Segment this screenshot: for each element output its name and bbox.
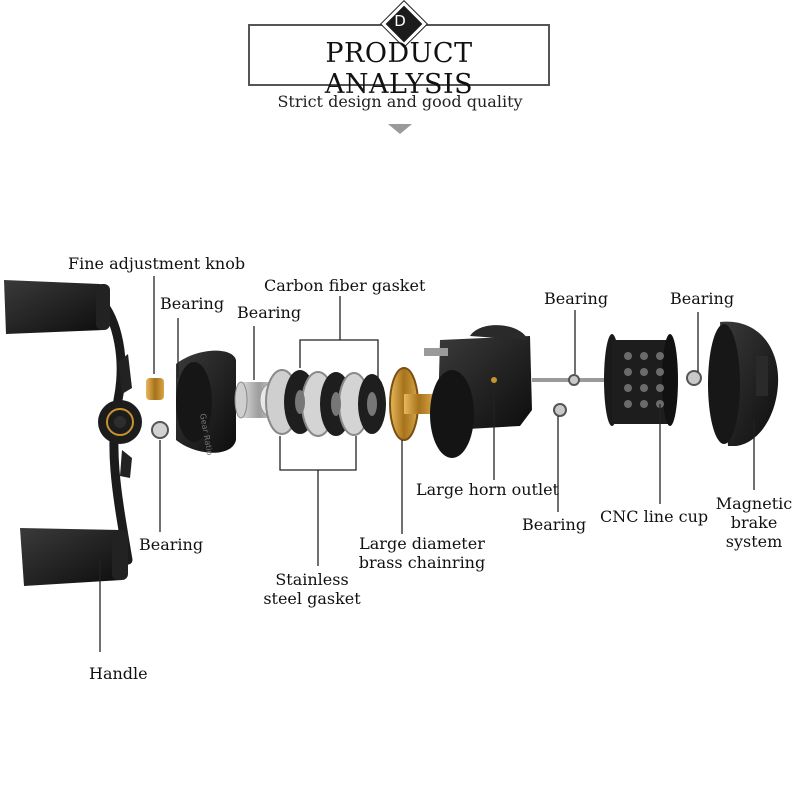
label-bearing-left-bottom: Bearing <box>139 535 204 554</box>
label-magnetic-brake-line3: system <box>725 532 783 551</box>
label-magnetic-brake-line1: Magnetic <box>715 494 793 513</box>
label-stainless-steel-gasket: Stainless steel gasket <box>254 570 370 608</box>
bearing-top-right-2-part <box>686 370 702 386</box>
cnc-line-cup-part <box>604 334 678 426</box>
main-frame-part <box>424 325 532 458</box>
side-plate-part: Gear Ratio <box>176 350 236 456</box>
bearing-left-bottom-part <box>151 421 169 439</box>
label-large-horn-outlet: Large horn outlet <box>416 480 559 499</box>
label-large-diameter-line2: brass chainring <box>358 553 486 572</box>
label-magnetic-brake-line2: brake <box>730 513 778 532</box>
label-carbon-fiber-gasket: Carbon fiber gasket <box>264 276 426 295</box>
label-handle: Handle <box>89 664 148 683</box>
gasket-stack-part <box>265 369 386 437</box>
page-subtitle: Strict design and good quality <box>277 92 523 111</box>
bearing-bottom-mid-part <box>553 403 567 417</box>
label-bearing-top-right-2: Bearing <box>670 289 735 308</box>
label-stainless-line2: steel gasket <box>263 589 361 608</box>
badge-letter: D <box>394 12 406 30</box>
label-large-diameter-line1: Large diameter <box>359 534 485 553</box>
label-fine-adjustment-knob: Fine adjustment knob <box>68 254 246 273</box>
down-arrow-icon <box>388 124 412 134</box>
label-bearing-top-right-1: Bearing <box>544 289 609 308</box>
label-magnetic-brake-system: Magnetic brake system <box>710 494 798 551</box>
page-title: PRODUCT ANALYSIS <box>324 38 474 100</box>
label-bearing-top-left: Bearing <box>160 294 225 313</box>
bearing-top-right-1-part <box>568 374 580 386</box>
magnetic-brake-part <box>708 321 779 446</box>
label-bearing-bottom-mid: Bearing <box>522 515 587 534</box>
handle-part <box>4 280 142 586</box>
leader-lines <box>99 276 755 652</box>
label-stainless-line1: Stainless <box>275 570 349 589</box>
brass-chainring-part <box>389 367 434 441</box>
label-large-diameter-chainring: Large diameter brass chainring <box>348 534 496 572</box>
label-cnc-line-cup: CNC line cup <box>600 507 709 526</box>
label-bearing-top-second: Bearing <box>237 303 302 322</box>
